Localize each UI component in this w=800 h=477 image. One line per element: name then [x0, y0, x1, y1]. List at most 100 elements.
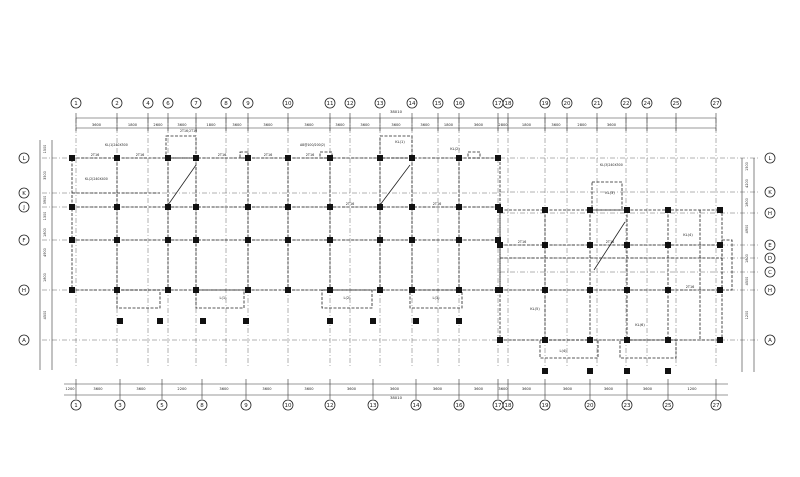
column	[665, 207, 671, 213]
column	[285, 204, 291, 210]
axis-bubble-bottom	[453, 399, 465, 411]
axis-label-left: K	[22, 191, 26, 197]
axis-bubble-bottom	[710, 399, 722, 411]
axis-bubble-bottom	[240, 399, 252, 411]
stair-diagonal	[593, 221, 626, 271]
column	[456, 204, 462, 210]
dimension-value-top: 3600	[607, 123, 617, 127]
column	[495, 237, 501, 243]
axis-bubble-top	[406, 97, 418, 109]
column	[413, 318, 419, 324]
axis-label-left: H	[22, 288, 26, 294]
axis-bubble-top	[670, 97, 682, 109]
axis-label-right: A	[768, 338, 772, 344]
axis-label-top: 18	[505, 101, 512, 107]
axis-label-left: A	[22, 338, 26, 344]
dimension-value-left: 4900	[43, 248, 47, 257]
dimension-value-left: 3900	[43, 196, 47, 205]
dimension-value-top: 3600	[551, 123, 561, 127]
dimension-value-top: 1800	[444, 123, 454, 127]
axis-label-top: 4	[146, 101, 150, 107]
axis-bubble-bottom	[114, 399, 126, 411]
dimension-value-right: 4900	[745, 225, 749, 234]
dimension-total-top: 38010	[390, 109, 403, 114]
column	[587, 337, 593, 343]
column	[327, 204, 333, 210]
axis-label-top: 21	[594, 101, 601, 107]
building-outline-left	[71, 157, 501, 291]
axis-label-top: 2	[115, 101, 119, 107]
axis-bubble-top	[190, 97, 202, 109]
dimension-value-top: 3600	[232, 123, 242, 127]
column	[377, 204, 383, 210]
beam-annotation: A8@100/200(2)	[300, 143, 325, 147]
axis-bubble-top	[70, 97, 82, 109]
axis-label-bottom: 17	[495, 403, 502, 409]
axis-bubble-right	[764, 252, 776, 264]
axis-bubble-top	[710, 97, 722, 109]
axis-label-bottom: 9	[244, 403, 248, 409]
beam-tag: KL(2)	[450, 147, 460, 151]
dimension-value-left: 3500	[43, 171, 47, 180]
axis-label-top: 17	[495, 101, 502, 107]
axis-bubble-top	[641, 97, 653, 109]
dimension-value-bottom: 3600	[522, 387, 532, 391]
column	[285, 155, 291, 161]
dimension-value-bottom: 3600	[433, 387, 443, 391]
column	[624, 207, 630, 213]
dimension-value-top: 3600	[420, 123, 430, 127]
axis-label-top: 24	[644, 101, 651, 107]
beam-label: 2T16	[518, 240, 527, 244]
axis-bubble-bottom	[156, 399, 168, 411]
dimension-value-top: 1800	[522, 123, 532, 127]
balcony-beam	[321, 289, 373, 309]
column	[117, 318, 123, 324]
column	[243, 318, 249, 324]
small-projection	[467, 151, 481, 159]
axis-bubble-top	[282, 97, 294, 109]
column	[69, 155, 75, 161]
column	[114, 155, 120, 161]
axis-bubble-left	[18, 334, 30, 346]
column	[542, 287, 548, 293]
axis-label-right: L	[768, 156, 772, 162]
column	[245, 287, 251, 293]
column	[409, 287, 415, 293]
column	[497, 287, 503, 293]
axis-bubble-top	[344, 97, 356, 109]
dimension-value-bottom: 3600	[498, 387, 508, 391]
axis-label-bottom: 23	[624, 403, 631, 409]
axis-bubble-right	[764, 186, 776, 198]
column	[497, 337, 503, 343]
axis-label-left: J	[22, 205, 25, 211]
axis-bubble-bottom	[70, 399, 82, 411]
dimension-value-bottom: 3600	[219, 387, 229, 391]
beam-label: 2T16	[218, 153, 227, 157]
beam-label: 2T16	[306, 153, 315, 157]
stair-diagonal	[167, 164, 197, 206]
column	[193, 155, 199, 161]
dimension-value-right: 1200	[745, 311, 749, 320]
axis-label-top: 7	[194, 101, 198, 107]
balcony-beam	[195, 289, 245, 309]
axis-bubble-top	[453, 97, 465, 109]
axis-label-top: 1	[74, 101, 78, 107]
column	[409, 155, 415, 161]
axis-bubble-bottom	[367, 399, 379, 411]
dimension-value-bottom: 3600	[262, 387, 272, 391]
beam-tag: KL(4)	[683, 233, 693, 237]
axis-label-top: 6	[166, 101, 170, 107]
dimension-value-bottom: 2200	[177, 387, 187, 391]
dimension-value-left: 1800	[43, 273, 47, 282]
axis-bubble-bottom	[539, 399, 551, 411]
column	[665, 337, 671, 343]
column	[587, 368, 593, 374]
balcony-beam	[539, 339, 599, 359]
column	[377, 287, 383, 293]
column	[165, 237, 171, 243]
dimension-value-top: 3600	[474, 123, 484, 127]
axis-bubble-left	[18, 187, 30, 199]
axis-label-bottom: 13	[370, 403, 377, 409]
axis-bubble-top	[162, 97, 174, 109]
column	[409, 204, 415, 210]
